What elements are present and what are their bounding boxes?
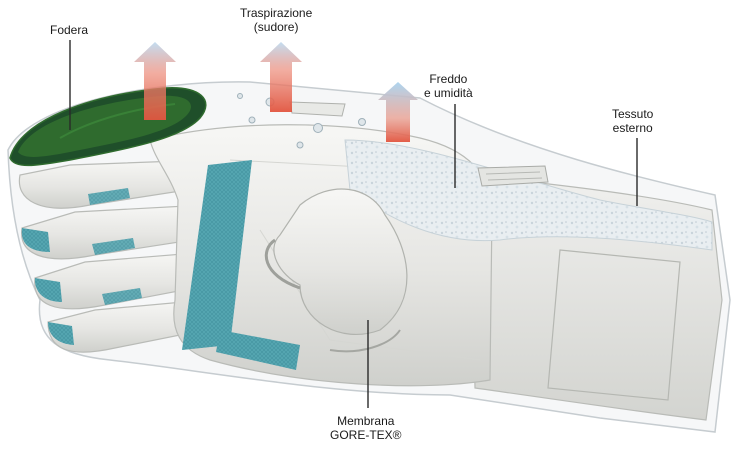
label-lining: Fodera [50,23,88,37]
glove-fingers [18,159,211,353]
label-membrane: Membrana GORE-TEX® [330,414,402,442]
label-outer-line1: Tessuto [612,107,654,121]
label-outer: Tessuto esterno [612,107,653,135]
perspiration-arrow-2 [260,42,302,112]
label-cold: Freddo e umidità [424,72,473,100]
label-cold-line1: Freddo [429,72,468,86]
label-perspiration-line1: Traspirazione [240,6,313,20]
label-perspiration: Traspirazione (sudore) [240,6,312,34]
glove-thumb [264,188,408,353]
label-membrane-line2: GORE-TEX® [330,428,402,442]
label-perspiration-line2: (sudore) [253,20,299,34]
label-membrane-line1: Membrana [337,414,395,428]
cold-arrow [378,82,418,142]
cuff-tab [289,101,549,187]
label-cold-line2: e umidità [424,86,473,100]
leader-lines [69,40,638,408]
perspiration-arrow-1 [134,42,176,120]
label-lining-text: Fodera [50,23,89,37]
perspiration-arrows [134,42,302,120]
label-outer-line2: esterno [612,121,653,135]
